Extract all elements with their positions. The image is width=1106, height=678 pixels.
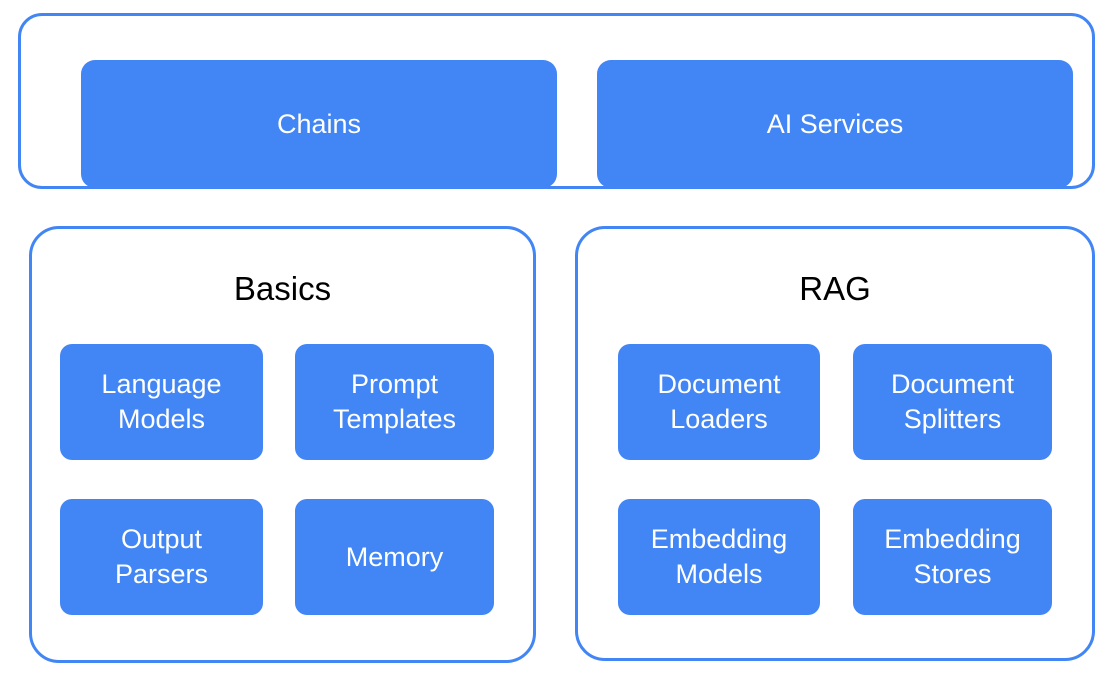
node-output-parsers[interactable]: Output Parsers: [60, 499, 263, 615]
node-prompt-templates[interactable]: Prompt Templates: [295, 344, 494, 460]
group-title-rag: RAG: [799, 270, 871, 307]
node-ai-services[interactable]: AI Services: [597, 60, 1073, 188]
group-container-layer: Chains AI Services: [18, 13, 1095, 189]
node-document-loaders[interactable]: Document Loaders: [618, 344, 820, 460]
node-memory[interactable]: Memory: [295, 499, 494, 615]
node-language-models[interactable]: Language Models: [60, 344, 263, 460]
group-title-basics: Basics: [233, 270, 332, 307]
node-embedding-stores[interactable]: Embedding Stores: [853, 499, 1052, 615]
node-embedding-models[interactable]: Embedding Models: [618, 499, 820, 615]
node-chains[interactable]: Chains: [81, 60, 557, 188]
node-document-splitters[interactable]: Document Splitters: [853, 344, 1052, 460]
